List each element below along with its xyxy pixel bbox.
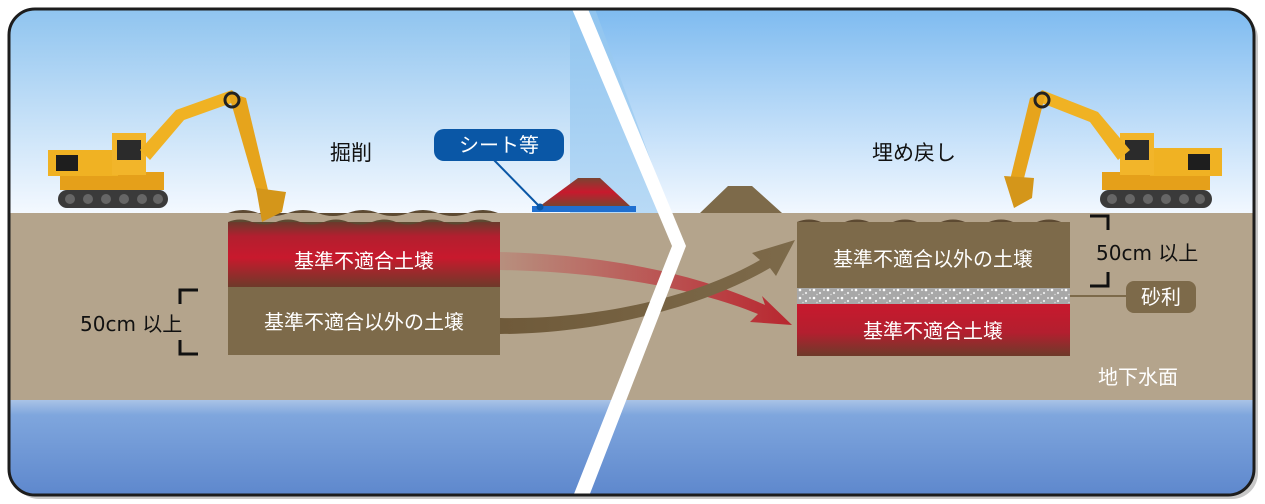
right-depth-label: 50cm 以上 (1096, 241, 1198, 265)
groundwater-label: 地下水面 (1098, 365, 1178, 389)
sheet-callout: シート等 (434, 129, 564, 211)
right-contaminated-layer (797, 304, 1070, 356)
soil-pile-clean (700, 186, 782, 213)
sheet-callout-label: シート等 (459, 133, 539, 157)
right-depth-bracket (1090, 214, 1110, 288)
arrow-contaminated (500, 252, 792, 325)
gravel-callout: 砂利 (1070, 281, 1196, 313)
left-contaminated-label: 基準不適合土壌 (294, 249, 434, 273)
left-action-label: 掘削 (330, 141, 372, 165)
soil-pile-contaminated (540, 178, 630, 206)
gravel-label: 砂利 (1141, 285, 1181, 309)
excavator-icon (1004, 90, 1222, 208)
left-clean-label: 基準不適合以外の土壌 (264, 310, 464, 334)
right-action-label: 埋め戻し (872, 141, 956, 165)
left-depth-bracket (178, 288, 198, 356)
right-clean-label: 基準不適合以外の土壌 (833, 247, 1033, 271)
left-clean-layer (228, 287, 500, 355)
groundwater (9, 400, 1254, 495)
sheet (532, 206, 636, 212)
gravel-layer (797, 288, 1070, 304)
right-contaminated-label: 基準不適合土壌 (863, 319, 1003, 343)
left-contaminated-layer (228, 222, 500, 287)
panel-divider (570, 9, 686, 495)
left-depth-label: 50cm 以上 (80, 312, 182, 336)
excavator-icon (48, 90, 286, 222)
right-clean-layer (797, 222, 1070, 288)
